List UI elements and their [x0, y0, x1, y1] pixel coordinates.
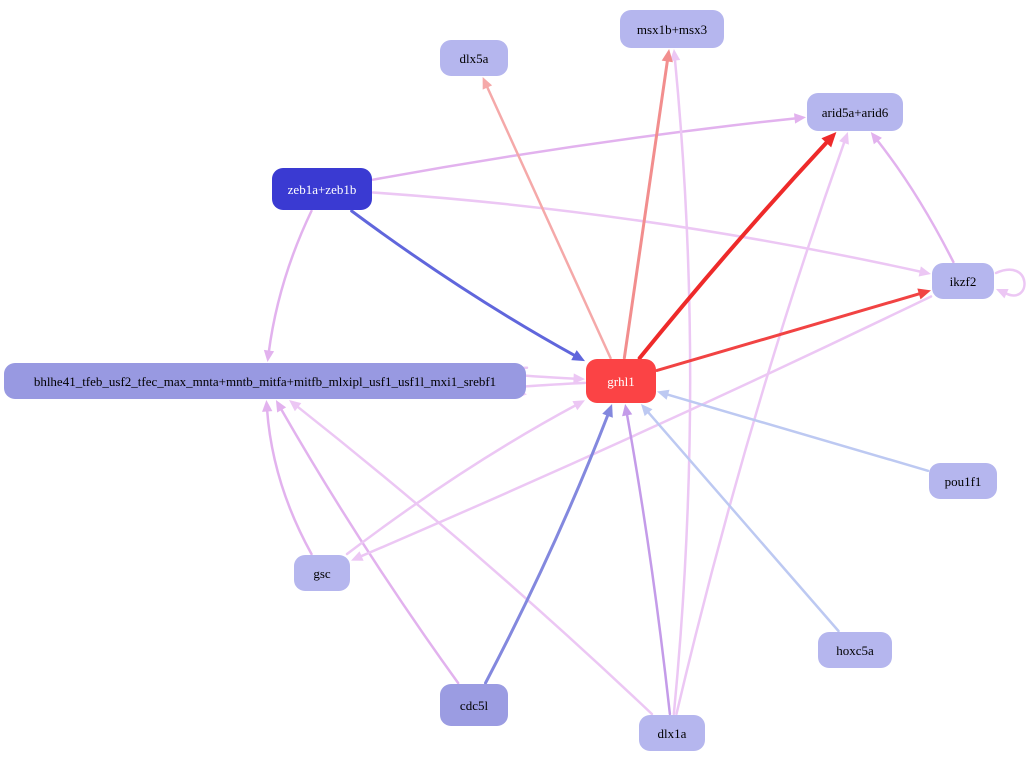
node-label: ikzf2 [949, 273, 977, 289]
node-dlx5a[interactable]: dlx5a [440, 40, 508, 76]
edge-ikzf2-gsc-arrowhead [351, 551, 364, 561]
edge-hoxc5a-grhl1 [645, 409, 840, 633]
edge-grhl1-dlx5a [485, 84, 612, 360]
edge-ikzf2-gsc [358, 295, 933, 559]
edge-zeb1a_zeb1b-arid5a_arid6-arrowhead [794, 113, 806, 124]
edge-cdc5l-bhlhe41_cluster [279, 406, 460, 685]
node-label: gsc [313, 565, 331, 581]
node-label: dlx5a [459, 50, 489, 66]
node-arid5a_arid6[interactable]: arid5a+arid6 [807, 93, 903, 131]
edge-ikzf2-ikzf2 [994, 268, 1026, 297]
node-label: pou1f1 [944, 473, 982, 489]
edge-gsc-grhl1 [345, 403, 579, 556]
node-label: msx1b+msx3 [636, 21, 708, 37]
edge-zeb1a_zeb1b-ikzf2 [371, 191, 924, 274]
node-bhlhe41_cluster[interactable]: bhlhe41_tfeb_usf2_tfec_max_mnta+mntb_mit… [4, 363, 526, 399]
node-ikzf2[interactable]: ikzf2 [932, 263, 994, 299]
node-label: cdc5l [459, 697, 489, 713]
edge-zeb1a_zeb1b-ikzf2-arrowhead [918, 266, 931, 277]
edge-grhl1-ikzf2 [655, 291, 923, 372]
node-label: grhl1 [607, 373, 635, 389]
edge-pou1f1-grhl1-arrowhead [657, 389, 670, 400]
edge-grhl1-msx1b_msx3-arrowhead [661, 49, 673, 63]
edge-dlx1a-arid5a_arid6-arrowhead [839, 132, 849, 145]
edge-gsc-bhlhe41_cluster-arrowhead [262, 400, 273, 412]
edge-dlx1a-bhlhe41_cluster-arrowhead [289, 400, 302, 412]
node-dlx1a[interactable]: dlx1a [639, 715, 705, 751]
edge-cdc5l-bhlhe41_cluster-arrowhead [275, 400, 287, 413]
edge-zeb1a_zeb1b-arid5a_arid6 [371, 116, 799, 181]
edge-grhl1-dlx5a-arrowhead [482, 77, 493, 90]
edge-dlx1a-grhl1 [625, 411, 672, 716]
edge-dlx1a-grhl1-arrowhead [622, 404, 633, 417]
edge-pou1f1-grhl1 [664, 392, 930, 473]
edge-dlx1a-bhlhe41_cluster [295, 404, 654, 716]
edge-ikzf2-ikzf2-arrowhead [996, 288, 1009, 299]
edge-bhlhe41_cluster-grhl1-arrowhead [573, 373, 585, 384]
edge-cdc5l-grhl1 [484, 411, 610, 685]
edge-zeb1a_zeb1b-grhl1-arrowhead [571, 350, 585, 362]
edge-grhl1-msx1b_msx3 [622, 57, 670, 360]
edge-dlx1a-msx1b_msx3-arrowhead [669, 49, 681, 61]
node-hoxc5a[interactable]: hoxc5a [818, 632, 892, 668]
node-zeb1a_zeb1b[interactable]: zeb1a+zeb1b [272, 168, 372, 210]
edge-dlx1a-arid5a_arid6 [675, 139, 847, 716]
node-msx1b_msx3[interactable]: msx1b+msx3 [620, 10, 724, 48]
edge-zeb1a_zeb1b-grhl1 [350, 209, 578, 358]
edge-grhl1-arid5a_arid6 [637, 138, 831, 360]
edge-zeb1a_zeb1b-bhlhe41_cluster [267, 209, 313, 355]
edge-ikzf2-arid5a_arid6 [875, 137, 955, 264]
node-grhl1[interactable]: grhl1 [586, 359, 656, 403]
edge-grhl1-ikzf2-arrowhead [917, 288, 931, 300]
edge-cdc5l-grhl1-arrowhead [602, 404, 613, 418]
edge-zeb1a_zeb1b-bhlhe41_cluster-arrowhead [263, 349, 275, 362]
node-label: zeb1a+zeb1b [287, 181, 357, 197]
edge-gsc-grhl1-arrowhead [572, 400, 585, 411]
edge-gsc-bhlhe41_cluster [265, 407, 313, 556]
node-label: arid5a+arid6 [821, 104, 889, 120]
edge-hoxc5a-grhl1-arrowhead [641, 404, 653, 417]
edge-grhl1-arid5a_arid6-arrowhead [821, 132, 837, 148]
edge-dlx1a-msx1b_msx3 [672, 56, 692, 716]
node-pou1f1[interactable]: pou1f1 [929, 463, 997, 499]
node-gsc[interactable]: gsc [294, 555, 350, 591]
node-cdc5l[interactable]: cdc5l [440, 684, 508, 726]
edge-ikzf2-arid5a_arid6-arrowhead [870, 132, 882, 145]
node-label: dlx1a [657, 725, 687, 741]
node-label: hoxc5a [836, 642, 874, 658]
node-label: bhlhe41_tfeb_usf2_tfec_max_mnta+mntb_mit… [33, 373, 497, 389]
